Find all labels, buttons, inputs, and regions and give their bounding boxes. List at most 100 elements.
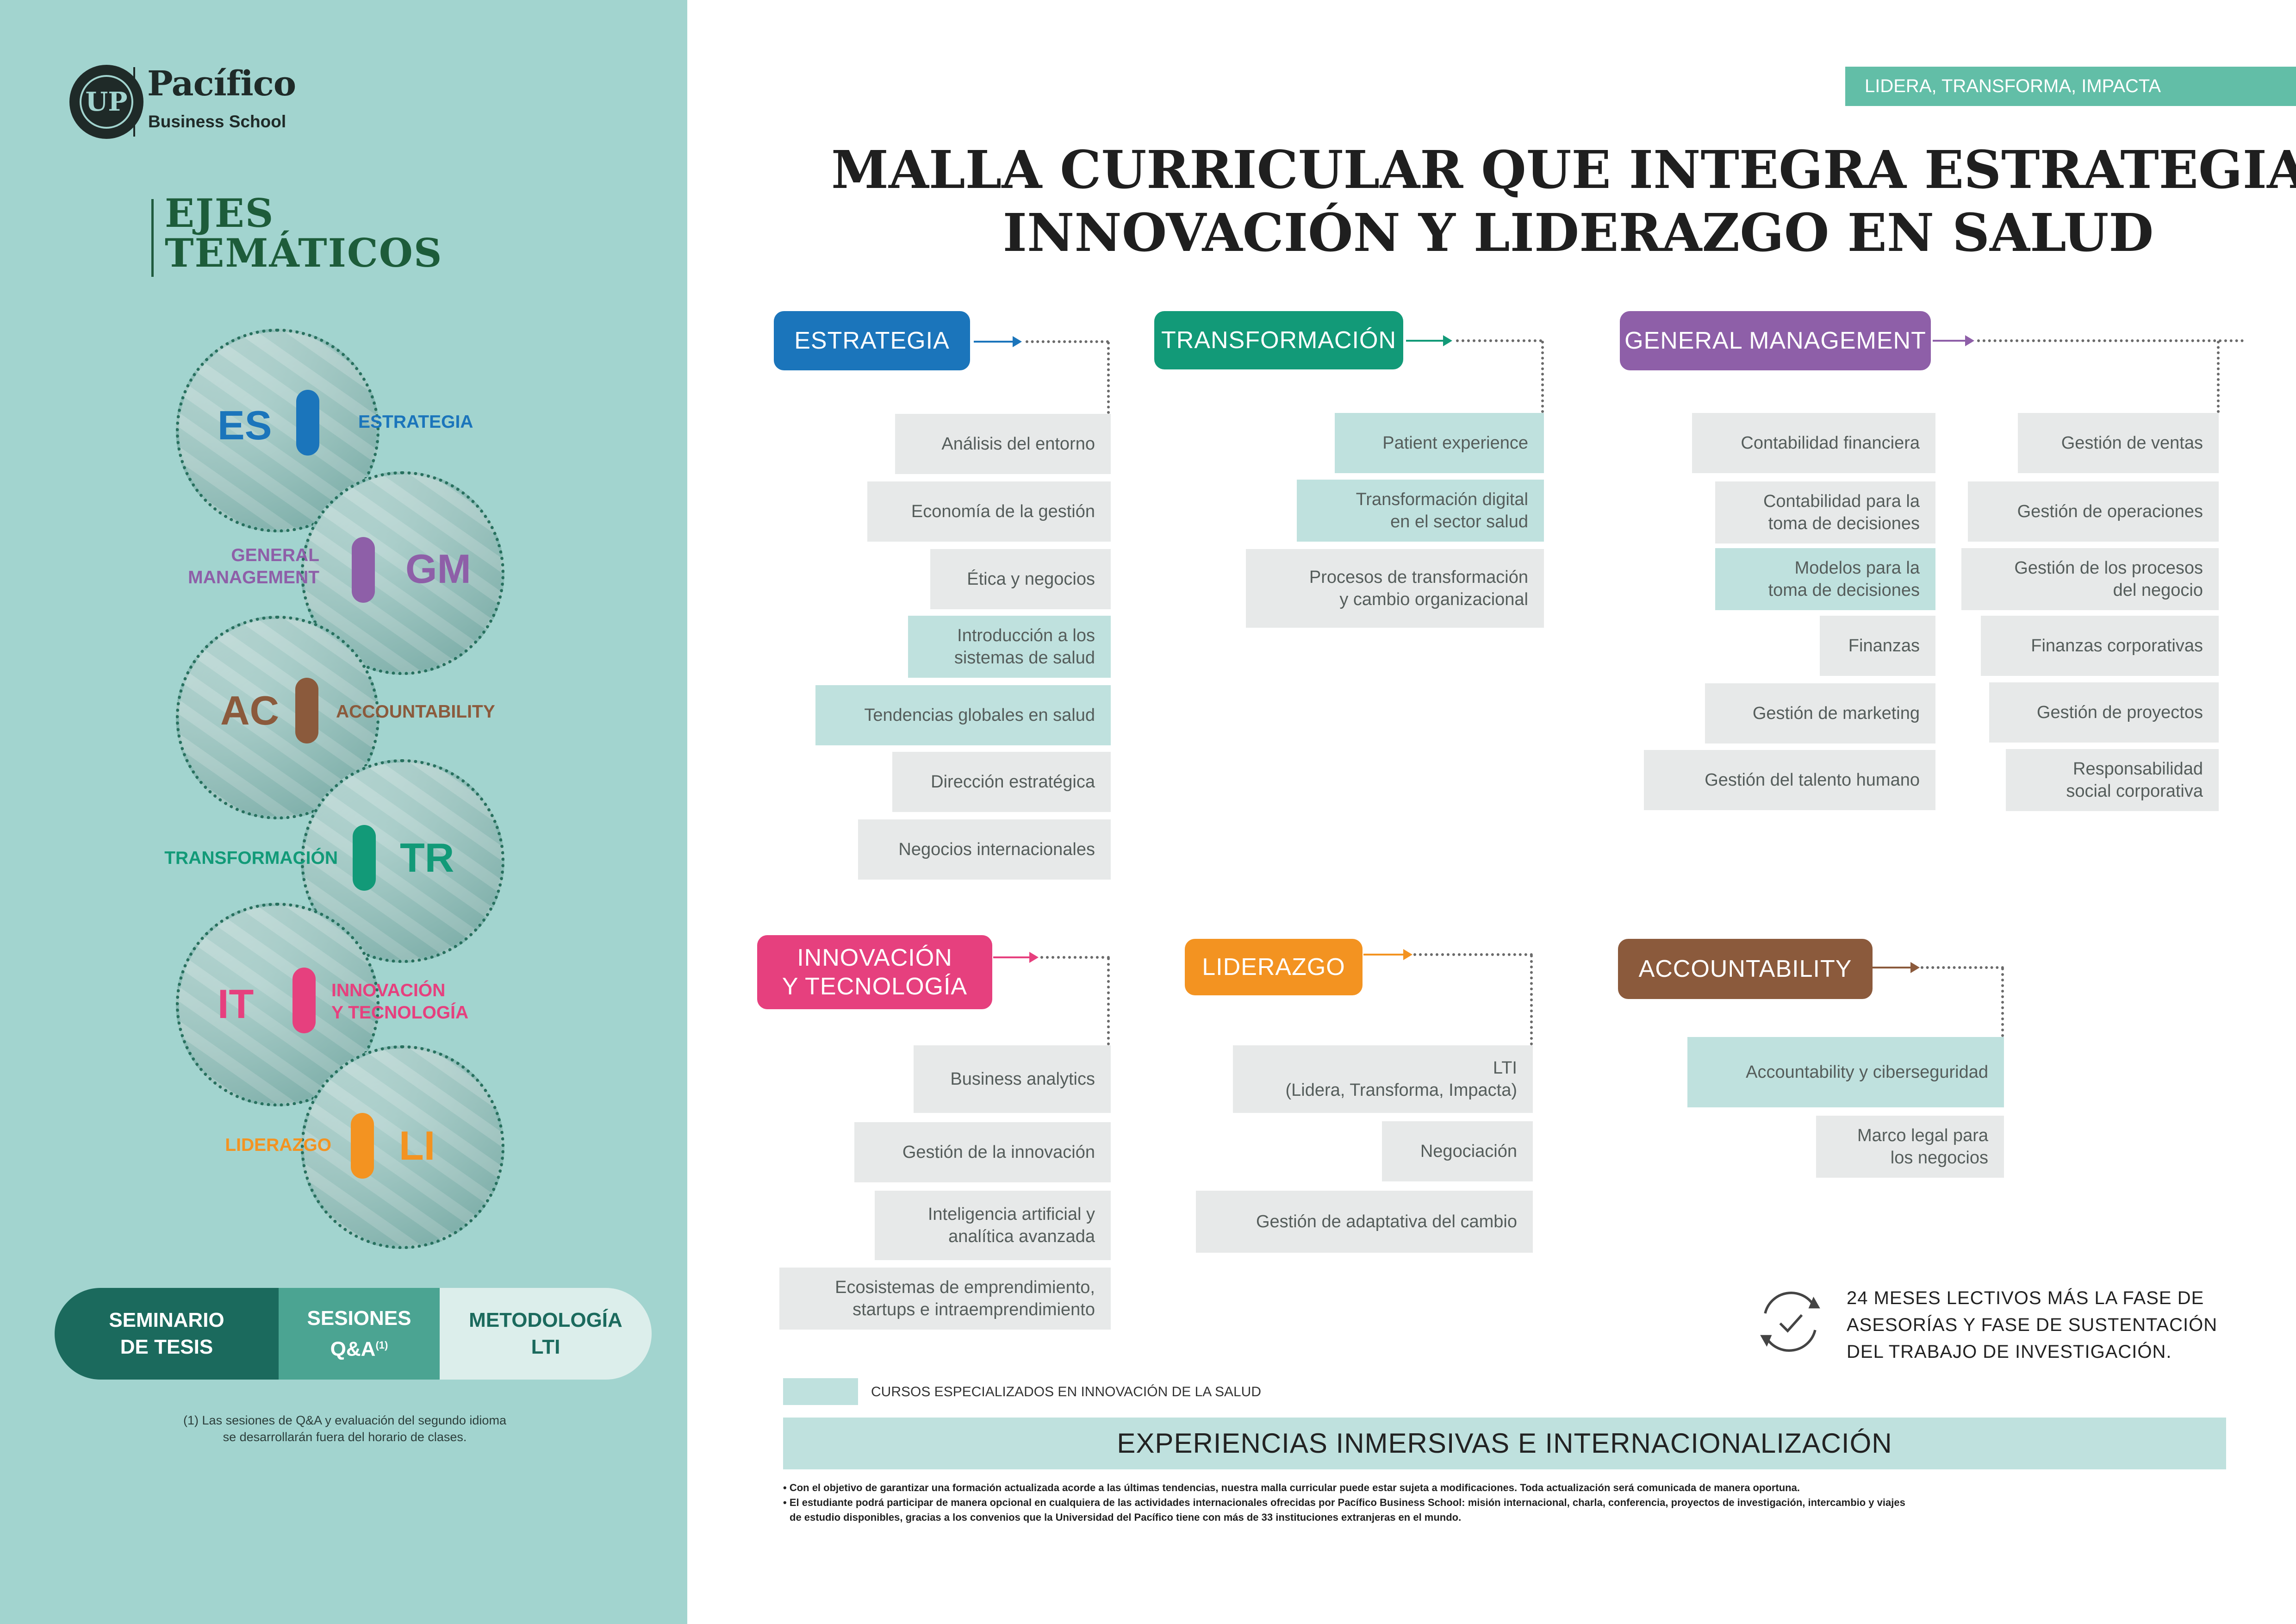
course-label-line-2: social corporativa — [2066, 781, 2203, 801]
page-title: MALLA CURRICULAR QUE INTEGRA ESTRATEGIA,… — [740, 139, 2296, 265]
course-label-line-1: Tendencias globales en salud — [864, 706, 1095, 725]
course-label: LTI(Lidera, Transforma, Impacta) — [1285, 1057, 1517, 1101]
experiencias-banner: EXPERIENCIAS INMERSIVAS E INTERNACIONALI… — [783, 1418, 2226, 1469]
course-label-line-2: del negocio — [2113, 581, 2203, 600]
connector-transformacion-v — [1541, 341, 1544, 413]
course-label-line-1: Inteligencia artificial y — [927, 1205, 1095, 1224]
connector-estrategia-h — [1026, 340, 1109, 343]
course-finanzas-corporativas: Finanzas corporativas — [1981, 616, 2219, 676]
course-label: Accountability y ciberseguridad — [1746, 1061, 1988, 1083]
logo-divider — [133, 67, 135, 137]
course-label-line-1: Ética y negocios — [967, 569, 1095, 589]
connector-estrategia-v — [1107, 342, 1110, 414]
sidebar-footnote: (1) Las sesiones de Q&A y evaluación del… — [83, 1412, 606, 1445]
course-label-line-1: Ecosistemas de emprendimiento, — [835, 1278, 1095, 1297]
legend-label: CURSOS ESPECIALIZADOS EN INNOVACIÓN DE L… — [871, 1384, 1261, 1399]
course-label: Ecosistemas de emprendimiento, startups e… — [835, 1276, 1095, 1321]
course-label: Patient experience — [1382, 432, 1528, 454]
connector-accountability-v — [2001, 968, 2004, 1037]
course-gestion-de-proyectos: Gestión de proyectos — [1989, 682, 2219, 743]
course-label-line-1: Finanzas — [1848, 636, 1920, 656]
course-label-line-1: Contabilidad financiera — [1741, 433, 1920, 453]
group-header-innovacion-line-1: INNOVACIÓN — [797, 944, 952, 971]
course-label-line-1: Gestión de los procesos — [2014, 558, 2203, 578]
footnote-2: • El estudiante podrá participar de mane… — [783, 1497, 1905, 1508]
course-label-line-1: Modelos para la — [1794, 558, 1920, 578]
axis-abbr-ac: AC — [220, 687, 280, 733]
course-label: Gestión de adaptativa del cambio — [1256, 1211, 1517, 1233]
brand-subtitle: Business School — [148, 112, 286, 131]
course-inteligencia-artificial: Inteligencia artificial y analítica avanz… — [875, 1191, 1111, 1260]
course-label-line-1: Procesos de transformación — [1309, 568, 1528, 587]
axis-pill-gm — [352, 537, 375, 603]
course-label-line-2: toma de decisiones — [1768, 581, 1920, 600]
course-label-line-1: Gestión de ventas — [2061, 433, 2203, 453]
axis-pill-es — [296, 390, 319, 456]
tab-sesiones-line-1: SESIONES — [307, 1306, 411, 1330]
group-header-transformacion: TRANSFORMACIÓN — [1154, 311, 1403, 369]
course-label-line-2: analítica avanzada — [948, 1227, 1095, 1246]
axis-abbr-li: LI — [399, 1123, 436, 1168]
course-label-line-1: Economía de la gestión — [911, 502, 1095, 521]
ejes-title-line-1: EJES — [165, 190, 274, 236]
course-label-line-1: Análisis del entorno — [941, 434, 1095, 454]
program-duration-text: 24 MESES LECTIVOS MÁS LA FASE DE ASESORÍ… — [1847, 1285, 2263, 1365]
course-economia-de-la-gestion: Economía de la gestión — [867, 481, 1111, 542]
duration-line-1: 24 MESES LECTIVOS MÁS LA FASE DE — [1847, 1288, 2204, 1308]
duration-line-2: ASESORÍAS Y FASE DE SUSTENTACIÓN — [1847, 1315, 2218, 1335]
connector-innovacion-h — [1040, 956, 1110, 959]
course-label-line-1: Gestión de adaptativa del cambio — [1256, 1212, 1517, 1231]
sidebar-footnote-line-1: (1) Las sesiones de Q&A y evaluación del… — [183, 1413, 506, 1427]
axis-pill-tr — [353, 825, 376, 891]
duration-line-3: DEL TRABAJO DE INVESTIGACIÓN. — [1847, 1342, 2172, 1362]
course-gestion-de-la-innovacion: Gestión de la innovación — [854, 1122, 1111, 1182]
course-label: Dirección estratégica — [931, 771, 1095, 793]
course-label: Gestión de los procesos del negocio — [2014, 557, 2203, 601]
course-label-line-2: (Lidera, Transforma, Impacta) — [1285, 1081, 1517, 1100]
course-negociacion: Negociación — [1382, 1121, 1533, 1181]
tab-seminario-line-2: DE TESIS — [120, 1336, 213, 1358]
course-label: Procesos de transformación y cambio organ… — [1309, 566, 1528, 611]
course-gestion-de-los-procesos: Gestión de los procesos del negocio — [1961, 548, 2219, 610]
course-label: Análisis del entorno — [941, 433, 1095, 455]
course-label: Gestión del talento humano — [1705, 769, 1920, 791]
course-gestion-de-operaciones: Gestión de operaciones — [1968, 481, 2219, 542]
course-label-line-2: startups e intraemprendimiento — [852, 1300, 1095, 1319]
page-title-line-1: MALLA CURRICULAR QUE INTEGRA ESTRATEGIA, — [831, 140, 2296, 200]
axis-label-gm: GENERAL MANAGEMENT — [139, 544, 319, 589]
photo-circle-li — [301, 1045, 504, 1249]
axis-pill-ac — [295, 678, 318, 743]
course-label-line-1: Accountability y ciberseguridad — [1746, 1062, 1988, 1082]
axis-label-it-line-1: INNOVACIÓN — [331, 981, 446, 1000]
course-direccion-estrategica: Dirección estratégica — [892, 752, 1111, 812]
course-label: Finanzas corporativas — [2031, 635, 2203, 657]
course-label-line-1: Responsabilidad — [2073, 759, 2203, 779]
group-header-estrategia: ESTRATEGIA — [774, 311, 970, 370]
course-label: Economía de la gestión — [911, 500, 1095, 523]
group-header-general-management: GENERAL MANAGEMENT — [1620, 311, 1931, 370]
course-label-line-2: y cambio organizacional — [1339, 590, 1528, 609]
ejes-accent-bar — [151, 199, 154, 277]
group-header-innovacion-line-2: Y TECNOLOGÍA — [782, 973, 968, 1000]
connector-liderazgo-v — [1530, 955, 1533, 1045]
course-gestion-del-talento-humano: Gestión del talento humano — [1644, 750, 1935, 810]
axis-label-li: LIDERAZGO — [225, 1135, 331, 1155]
course-label-line-2: en el sector salud — [1390, 512, 1528, 531]
course-label: Contabilidad financiera — [1741, 432, 1920, 454]
photo-circle-es — [176, 329, 380, 532]
course-tendencias-globales-en-salud: Tendencias globales en salud — [815, 685, 1111, 745]
course-finanzas: Finanzas — [1820, 616, 1935, 676]
course-label: Finanzas — [1848, 635, 1920, 657]
axis-abbr-it: IT — [218, 981, 254, 1027]
course-label-line-1: Business analytics — [950, 1069, 1095, 1089]
legend-swatch — [783, 1378, 858, 1405]
course-gestion-adaptativa-del-cambio: Gestión de adaptativa del cambio — [1196, 1191, 1533, 1253]
tab-metodologia-line-2: LTI — [531, 1336, 560, 1358]
